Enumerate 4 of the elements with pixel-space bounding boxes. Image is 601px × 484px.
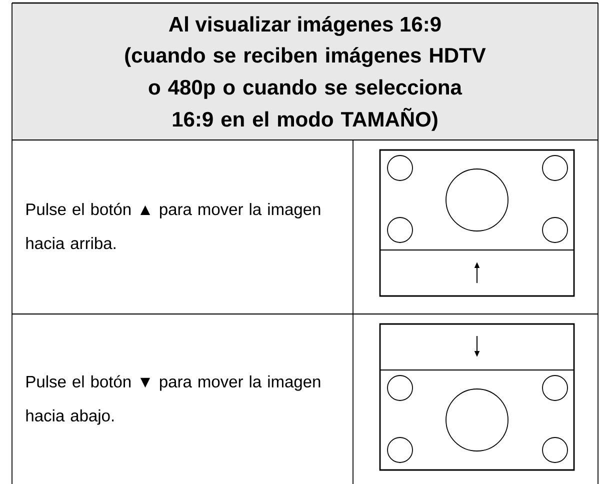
instruction-text: Pulse el botón ▼ para mover la imagen hacia abajo. xyxy=(26,375,320,425)
header-title: (cuando se reciben imágenes HDTV o 480p o cuando se selecciona 16:9 en el modo TAMAÑO) xyxy=(125,47,486,131)
instruction-text: Pulse el botón ▲ para mover la imagen hacia arriba. xyxy=(26,202,320,250)
header-title: Al visualizar imágenes 16:9 xyxy=(168,16,441,36)
